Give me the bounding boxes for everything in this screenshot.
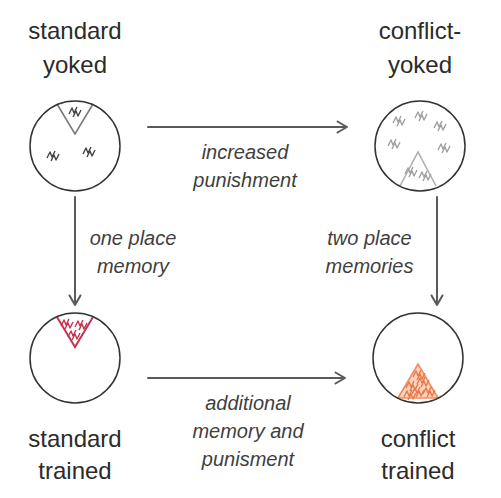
circle-node: standard yoked [10, 14, 140, 192]
edge-label: two place memories [312, 224, 427, 280]
edge-label: additional memory and punisment [187, 389, 309, 473]
circle-outline [29, 312, 121, 404]
edge-label: one place memory [78, 224, 188, 280]
edge-label: increased punishment [175, 138, 315, 194]
arrow-connector [148, 373, 345, 384]
circle-node: conflict trained [353, 312, 483, 487]
circle-outline [372, 312, 464, 404]
circle-node: conflict- yoked [355, 14, 485, 192]
arrow-connector [432, 197, 443, 305]
arrow-connector [148, 122, 347, 133]
conflict-trained-wedge [398, 364, 438, 400]
circle-outline [374, 100, 466, 192]
node-label: standard yoked [10, 14, 140, 82]
trained-wedge [57, 317, 93, 347]
circle-outline [29, 100, 121, 192]
yoked-wedge [47, 104, 95, 161]
node-label: standard trained [10, 423, 140, 487]
node-label: conflict- yoked [355, 14, 485, 82]
conflict-yoked-wedge [388, 111, 450, 186]
circle-node: standard trained [10, 312, 140, 487]
node-label: conflict trained [353, 423, 483, 487]
